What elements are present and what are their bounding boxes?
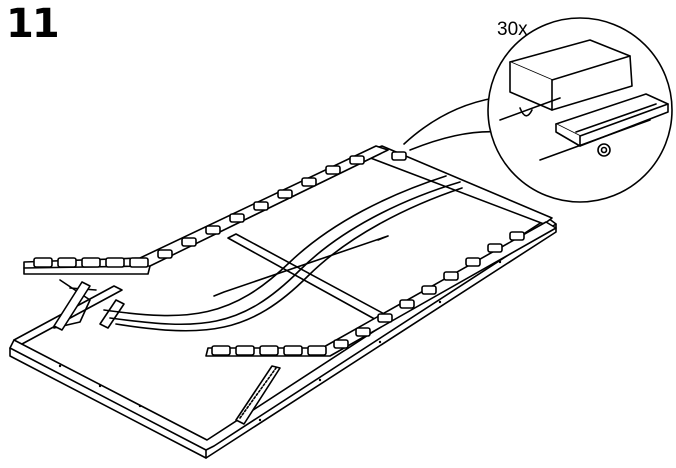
foot-section bbox=[205, 221, 557, 357]
detail-callout bbox=[403, 17, 673, 203]
callout-pointer bbox=[403, 97, 495, 145]
step-number: 11 bbox=[6, 1, 60, 47]
side-rail-front bbox=[9, 217, 557, 451]
head-section bbox=[23, 145, 389, 269]
quantity-label: 30x bbox=[497, 19, 528, 40]
slat-holder-clip bbox=[499, 39, 669, 161]
bed-frame-drawing bbox=[9, 145, 557, 459]
